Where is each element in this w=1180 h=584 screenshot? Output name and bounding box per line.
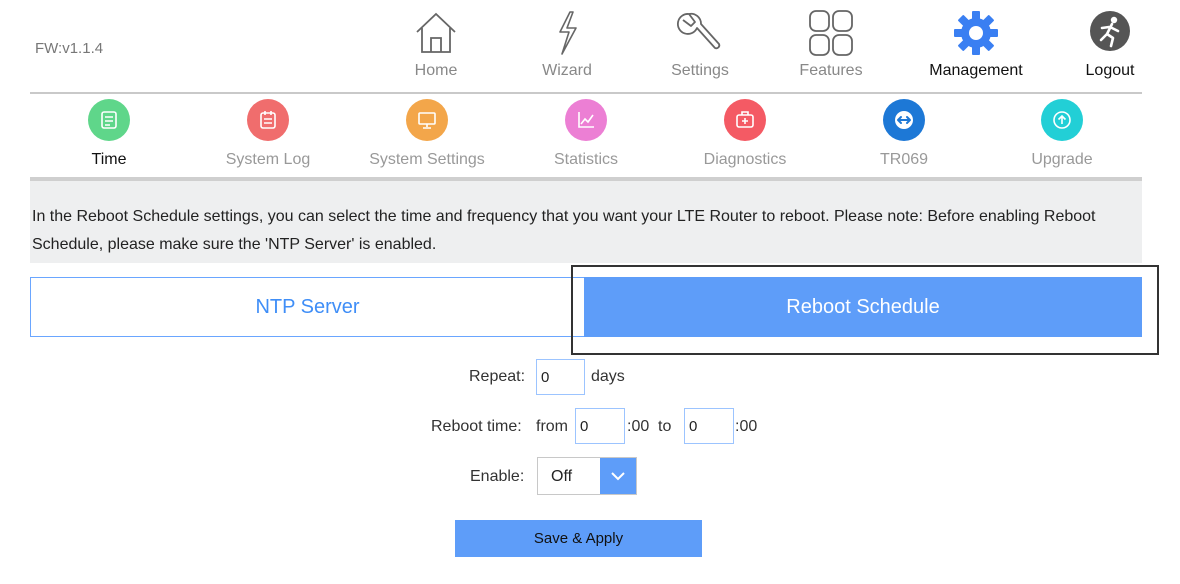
- nav-home-label: Home: [414, 62, 458, 79]
- magic-wand-icon: [559, 11, 577, 55]
- enable-select-value: Off: [551, 468, 573, 485]
- top-navigation: Home Wizard Settings Features: [0, 0, 1180, 92]
- subnav-system-settings[interactable]: System Settings: [352, 99, 502, 169]
- enable-label: Enable:: [470, 468, 525, 485]
- repeat-label: Repeat:: [469, 368, 526, 385]
- subnav-system-log[interactable]: System Log: [193, 99, 343, 169]
- nav-logout-label: Logout: [1085, 62, 1135, 79]
- subnav-system-settings-label: System Settings: [369, 151, 485, 168]
- grid-icon: [809, 10, 853, 56]
- tab-reboot-schedule[interactable]: Reboot Schedule: [584, 277, 1142, 337]
- repeat-unit: days: [591, 368, 625, 385]
- firmware-version: FW:v1.1.4: [35, 40, 104, 57]
- reboot-time-label: Reboot time:: [431, 418, 522, 435]
- nav-settings-label: Settings: [671, 62, 729, 79]
- logout-icon: [1090, 11, 1130, 51]
- first-aid-icon: [724, 99, 766, 141]
- enable-select[interactable]: Off: [537, 457, 637, 495]
- chevron-down-icon[interactable]: [600, 458, 636, 494]
- repeat-input[interactable]: [536, 359, 585, 395]
- nav-home[interactable]: Home: [376, 8, 496, 80]
- from-hour-input[interactable]: [575, 408, 625, 444]
- subnav-tr069[interactable]: TR069: [829, 99, 979, 169]
- nav-settings[interactable]: Settings: [640, 8, 760, 80]
- nav-features[interactable]: Features: [771, 8, 891, 80]
- nav-features-label: Features: [799, 62, 863, 79]
- upgrade-icon: [1041, 99, 1083, 141]
- home-icon: [416, 12, 456, 53]
- subnav-system-log-label: System Log: [225, 151, 311, 168]
- to-text: to: [658, 418, 672, 435]
- subnav-diagnostics[interactable]: Diagnostics: [670, 99, 820, 169]
- wrench-icon: [677, 12, 721, 50]
- subnav-upgrade-label: Upgrade: [1031, 151, 1093, 168]
- subnav-diagnostics-label: Diagnostics: [703, 151, 787, 168]
- subnav-divider: [30, 177, 1142, 181]
- time-icon: [88, 99, 130, 141]
- chart-icon: [565, 99, 607, 141]
- subnav-time-label: Time: [91, 151, 127, 168]
- log-icon: [247, 99, 289, 141]
- from-text: from: [536, 418, 568, 435]
- from-suffix: :00: [627, 418, 650, 435]
- nav-wizard-label: Wizard: [542, 62, 592, 79]
- nav-wizard[interactable]: Wizard: [507, 8, 627, 80]
- nav-management[interactable]: Management: [916, 8, 1036, 80]
- to-suffix: :00: [735, 418, 758, 435]
- subnav-tr069-label: TR069: [879, 151, 929, 168]
- subnav-time[interactable]: Time: [34, 99, 184, 169]
- to-hour-input[interactable]: [684, 408, 734, 444]
- info-message: In the Reboot Schedule settings, you can…: [30, 181, 1142, 263]
- subnav-statistics[interactable]: Statistics: [511, 99, 661, 169]
- nav-management-label: Management: [929, 62, 1023, 79]
- tab-ntp-server[interactable]: NTP Server: [30, 277, 584, 337]
- sync-arrows-icon: [883, 99, 925, 141]
- subnav-statistics-label: Statistics: [553, 151, 618, 168]
- monitor-icon: [406, 99, 448, 141]
- save-apply-button[interactable]: Save & Apply: [455, 520, 702, 557]
- gear-icon: [954, 11, 998, 55]
- nav-divider: [30, 92, 1142, 94]
- nav-logout[interactable]: Logout: [1050, 8, 1170, 80]
- sub-navigation: Time System Log System Settings Statisti…: [0, 97, 1180, 177]
- subnav-upgrade[interactable]: Upgrade: [987, 99, 1137, 169]
